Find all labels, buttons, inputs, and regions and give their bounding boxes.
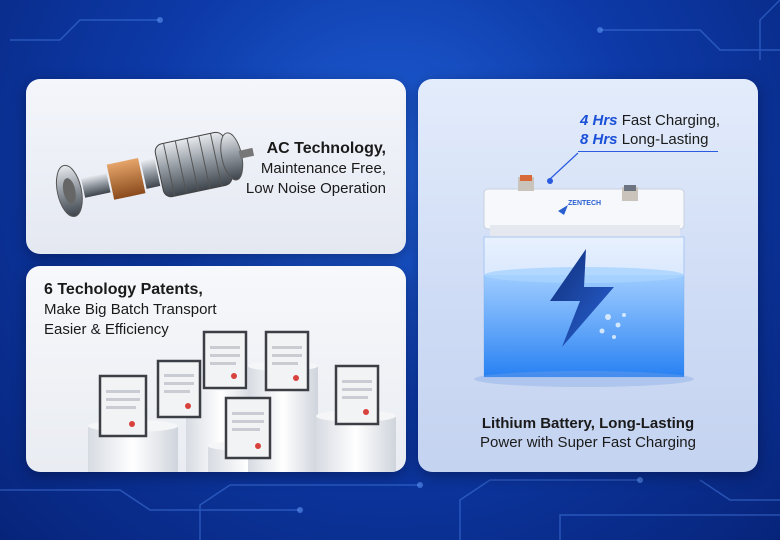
charge-text: Fast Charging, xyxy=(617,112,721,129)
fast-charging-line: 4 Hrs Fast Charging, xyxy=(580,111,720,130)
battery-brand-label: ZENTECH xyxy=(568,200,602,207)
ac-line-3: Low Noise Operation xyxy=(245,180,386,197)
lasting-text: Long-Lasting xyxy=(617,131,709,148)
patents-line-2: Make Big Batch Transport xyxy=(44,301,217,318)
patents-panel: 6 Techology Patents, Make Big Batch Tran… xyxy=(26,266,406,472)
battery-line-2: Power with Super Fast Charging xyxy=(480,434,696,451)
ac-title: AC Technology, xyxy=(266,140,386,157)
ac-line-2: Maintenance Free, xyxy=(260,160,386,177)
charge-hours: 4 Hrs xyxy=(580,112,618,129)
lightning-bolt-icon xyxy=(550,249,614,347)
battery-description: Lithium Battery, Long-Lasting Power with… xyxy=(418,414,758,452)
patents-title: 6 Techology Patents, xyxy=(44,281,203,298)
ac-technology-panel: AC Technology, Maintenance Free, Low Noi… xyxy=(26,79,406,254)
ac-technology-text: AC Technology, Maintenance Free, Low Noi… xyxy=(246,139,386,199)
lasting-hours: 8 Hrs xyxy=(580,131,618,148)
battery-panel: ZENTECH 4 Hrs Fast Charging, 8 Hrs Long-… xyxy=(418,79,758,472)
battery-charge-text: 4 Hrs Fast Charging, 8 Hrs Long-Lasting xyxy=(580,111,720,149)
patent-certificates-image xyxy=(88,330,396,472)
battery-image xyxy=(474,152,694,387)
battery-text-underline xyxy=(578,151,718,152)
brand-logo-icon xyxy=(558,205,568,215)
long-lasting-line: 8 Hrs Long-Lasting xyxy=(580,130,720,149)
patents-text: 6 Techology Patents, Make Big Batch Tran… xyxy=(44,280,217,340)
patents-line-3: Easier & Efficiency xyxy=(44,321,169,338)
motor-exploded-image xyxy=(55,131,255,217)
battery-title: Lithium Battery, Long-Lasting xyxy=(481,415,695,432)
